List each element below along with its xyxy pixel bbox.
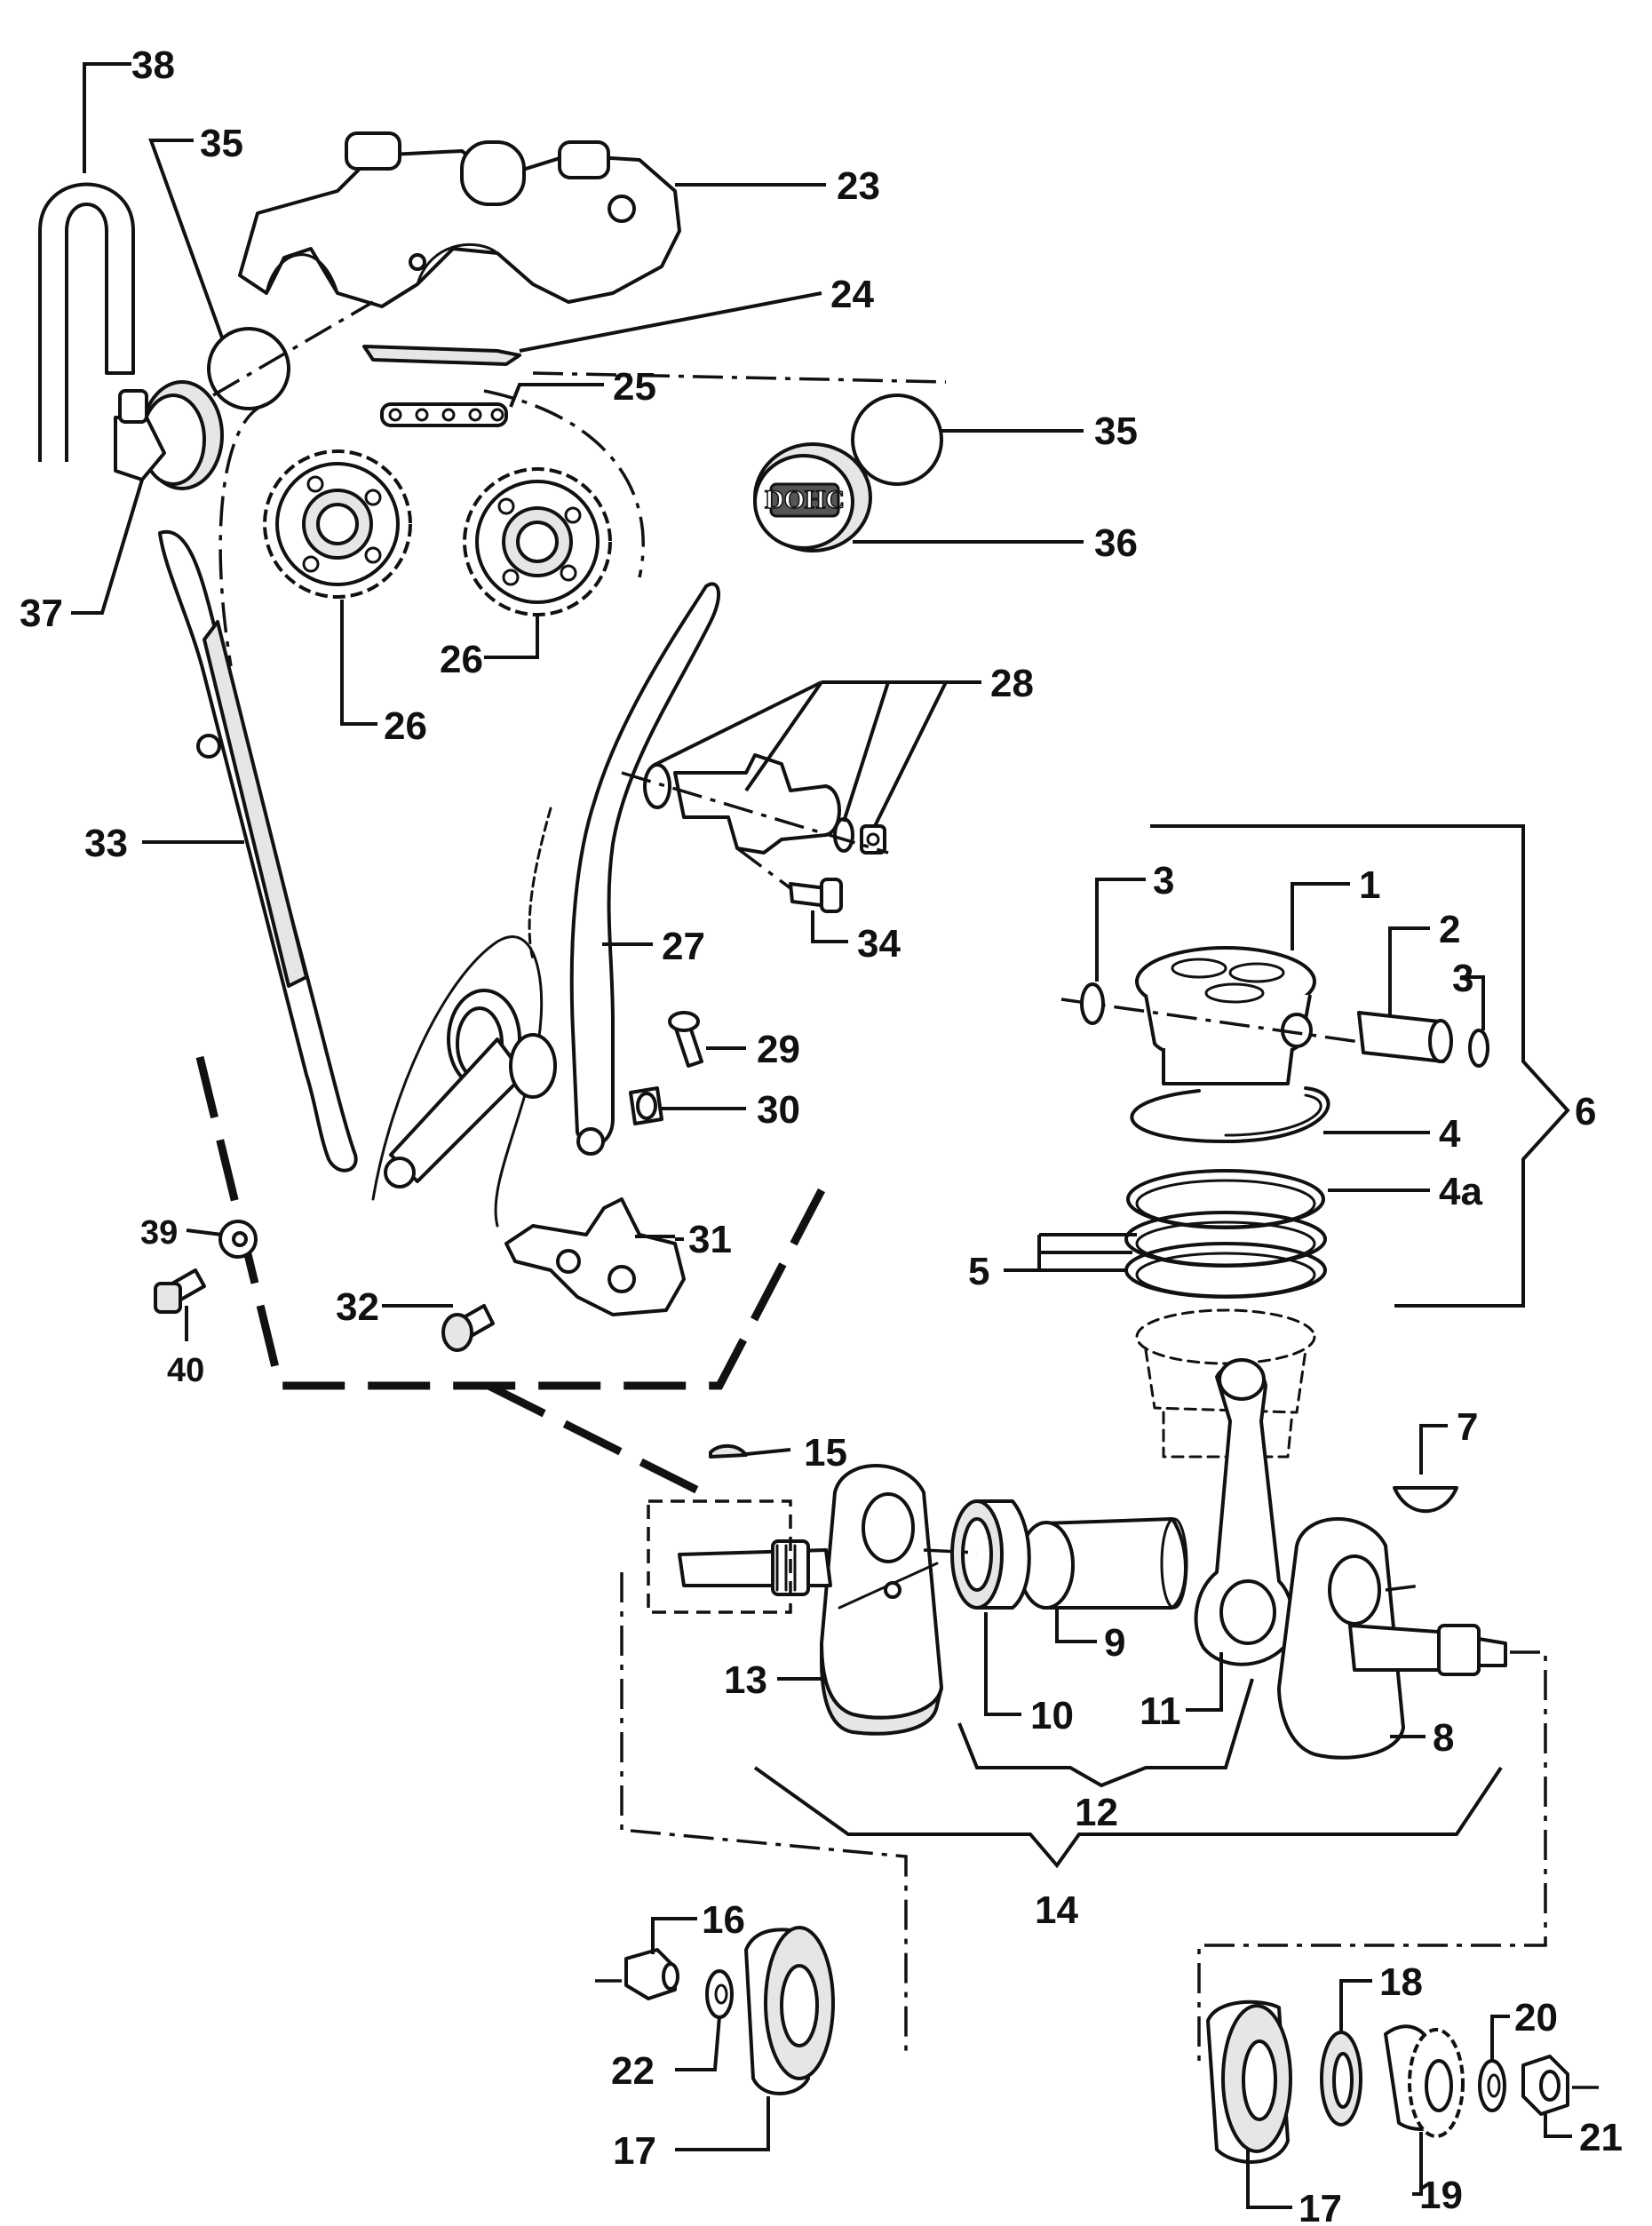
callout-23: 23 <box>837 164 880 208</box>
chain-tensioner-rail <box>569 582 721 1156</box>
callout-34: 34 <box>857 922 901 966</box>
seal-plug-right <box>851 394 943 486</box>
crank-pin <box>1018 1517 1188 1610</box>
bracket-bolt <box>441 1304 495 1352</box>
crank-sprocket-zone <box>371 935 557 1228</box>
callout-labels: 38 35 23 24 25 35 36 37 26 26 28 33 34 2… <box>20 44 1623 2226</box>
main-bearing-right <box>1206 1999 1292 2164</box>
crank-washer-left <box>705 1969 734 2019</box>
crank-washer-right <box>1478 2059 1506 2112</box>
woodruff-key-15 <box>709 1443 748 1459</box>
breather-elbow <box>114 380 224 490</box>
piston-ring-second <box>1126 1169 1325 1229</box>
camshaft-carrier <box>238 131 681 308</box>
callout-12: 12 <box>1075 1791 1118 1834</box>
callout-11: 11 <box>1140 1689 1181 1733</box>
callout-7: 7 <box>1457 1405 1478 1449</box>
chain-tensioner-assembly <box>621 753 889 855</box>
callout-17-right: 17 <box>1299 2187 1342 2226</box>
callout-24: 24 <box>830 273 874 316</box>
callout-4a: 4a <box>1439 1170 1482 1213</box>
timing-chain-run <box>528 807 552 961</box>
callout-6: 6 <box>1575 1090 1596 1133</box>
callout-5: 5 <box>968 1250 989 1293</box>
guide-bolt <box>154 1268 206 1314</box>
crankshaft-left-end <box>678 1539 832 1596</box>
callout-3-right: 3 <box>1452 957 1473 1000</box>
callout-3-left: 3 <box>1153 859 1174 902</box>
callout-26-intake: 26 <box>384 704 427 748</box>
callout-2: 2 <box>1439 908 1460 951</box>
needle-bearing <box>950 1499 1031 1610</box>
callout-25: 25 <box>613 365 656 409</box>
callout-30: 30 <box>757 1088 800 1132</box>
callout-19: 19 <box>1419 2174 1463 2217</box>
callout-37: 37 <box>20 592 63 635</box>
cam-sprocket-exhaust <box>463 467 612 616</box>
circlip-right <box>1468 1029 1489 1068</box>
callout-35-right: 35 <box>1094 409 1138 453</box>
oil-seal <box>1320 2031 1362 2127</box>
guide-washer <box>218 1220 258 1259</box>
piston <box>1060 946 1404 1085</box>
callout-36: 36 <box>1094 521 1138 565</box>
circlip-left <box>1080 982 1105 1025</box>
seal-plug-left <box>207 300 374 410</box>
crank-gear <box>1384 2024 1465 2138</box>
dohc-cap: DOHC <box>753 442 872 553</box>
piston-pin <box>1357 1011 1453 1063</box>
callout-28: 28 <box>990 662 1034 705</box>
callout-40: 40 <box>167 1352 204 1389</box>
callout-1: 1 <box>1359 863 1380 907</box>
crank-nut-right <box>1521 2055 1599 2116</box>
callout-15: 15 <box>804 1431 847 1475</box>
callout-14: 14 <box>1035 1888 1078 1932</box>
breather-hose <box>38 182 135 462</box>
callout-4: 4 <box>1439 1112 1461 1156</box>
callout-38: 38 <box>131 44 175 87</box>
callout-20: 20 <box>1514 1996 1558 2039</box>
crank-web-right <box>1277 1517 1507 1760</box>
callout-39: 39 <box>140 1214 178 1252</box>
callout-10: 10 <box>1030 1694 1074 1737</box>
callout-13: 13 <box>724 1658 767 1702</box>
cam-shim-bar <box>362 345 521 366</box>
connecting-rod <box>1194 1358 1295 1666</box>
callout-9: 9 <box>1104 1621 1125 1665</box>
callout-33: 33 <box>84 822 128 865</box>
callout-29: 29 <box>757 1028 800 1071</box>
callout-35-left: 35 <box>200 122 243 165</box>
callout-21: 21 <box>1579 2116 1623 2159</box>
callout-31: 31 <box>688 1218 732 1261</box>
piston-ring-top <box>1130 1086 1330 1143</box>
callout-16: 16 <box>702 1898 745 1942</box>
crank-web-left <box>820 1464 943 1736</box>
callout-32: 32 <box>336 1285 379 1329</box>
oil-ring-set <box>1124 1211 1327 1299</box>
callout-18: 18 <box>1379 1960 1423 2004</box>
callout-8: 8 <box>1433 1716 1454 1760</box>
guide-bracket <box>504 1197 686 1316</box>
woodruff-key-7 <box>1393 1486 1458 1514</box>
pivot-spacer <box>629 1086 663 1125</box>
pivot-bolt <box>668 1011 703 1068</box>
tensioner-bolt <box>735 847 843 913</box>
callout-26-exhaust: 26 <box>440 638 483 681</box>
crank-nut-left <box>595 1948 679 2000</box>
leader-lines <box>71 62 1572 2209</box>
callout-17-left: 17 <box>613 2129 656 2173</box>
main-bearing-left <box>744 1926 835 2095</box>
callout-22: 22 <box>611 2049 655 2093</box>
timing-chain-top <box>380 402 508 427</box>
callout-27: 27 <box>662 925 705 968</box>
cam-sprocket-intake <box>263 449 412 599</box>
chain-guide-rear <box>158 529 358 1173</box>
dohc-cap-label: DOHC <box>765 485 845 514</box>
